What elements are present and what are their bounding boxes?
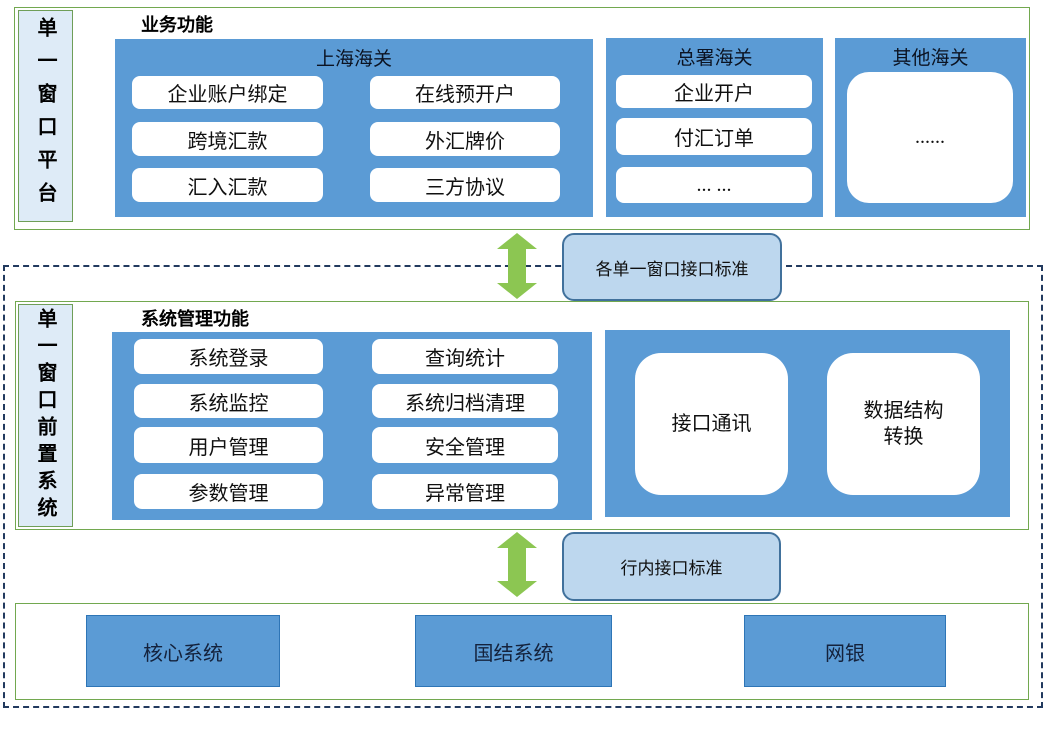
core-system-rect: 核心系统: [86, 615, 280, 687]
system-management-panel: 系统登录 系统监控 用户管理 参数管理 查询统计 系统归档清理 安全管理 异常管…: [112, 332, 592, 520]
other-customs-placeholder: ......: [847, 72, 1013, 203]
feature-box: 系统登录: [134, 339, 323, 374]
data-structure-label: 数据结构转换: [863, 400, 944, 448]
other-customs-title: 其他海关: [892, 48, 969, 69]
feature-box: ... ...: [616, 167, 812, 203]
zongshu-customs-title: 总署海关: [676, 48, 753, 69]
middle-side-label: 单一窗口前置系统: [18, 304, 73, 527]
feature-box: 企业账户绑定: [132, 76, 323, 109]
feature-box: 查询统计: [372, 339, 558, 374]
top-side-label-text: 单一窗口平台: [34, 17, 56, 215]
feature-box: 三方协议: [370, 168, 560, 202]
feature-box: 异常管理: [372, 474, 558, 509]
feature-box: 安全管理: [372, 427, 558, 463]
feature-box: 参数管理: [134, 474, 323, 509]
online-banking-rect: 网银: [744, 615, 946, 687]
bank-systems-box: [15, 603, 1029, 700]
feature-box: 企业开户: [616, 75, 812, 108]
shanghai-customs-panel: 上海海关 企业账户绑定 跨境汇款 汇入汇款 在线预开户 外汇牌价 三方协议: [115, 39, 593, 217]
front-system-box: [15, 301, 1029, 530]
double-arrow-icon: [497, 532, 537, 602]
data-structure-box: 数据结构转换: [827, 353, 980, 495]
interface-comm-box: 接口通讯: [635, 353, 788, 495]
feature-box: 外汇牌价: [370, 122, 560, 156]
top-platform-box: [14, 7, 1030, 230]
interface-standard-callout: 各单一窗口接口标准: [562, 233, 782, 301]
top-section-header: 业务功能: [141, 15, 213, 35]
middle-side-label-text: 单一窗口前置系统: [34, 307, 56, 524]
top-side-label: 单一窗口平台: [18, 10, 73, 222]
other-customs-panel: 其他海关 ......: [835, 38, 1026, 217]
feature-box: 跨境汇款: [132, 122, 323, 156]
bank-interface-standard-callout: 行内接口标准: [562, 532, 781, 601]
double-arrow-icon: [497, 233, 537, 304]
shanghai-customs-title: 上海海关: [315, 49, 392, 70]
feature-box: 用户管理: [134, 427, 323, 463]
feature-box: 付汇订单: [616, 118, 812, 155]
feature-box: 系统归档清理: [372, 384, 558, 418]
middle-section-header: 系统管理功能: [141, 309, 249, 329]
feature-box: 系统监控: [134, 384, 323, 418]
feature-box: 汇入汇款: [132, 168, 323, 202]
interface-panel: 接口通讯 数据结构转换: [605, 330, 1010, 517]
international-settlement-system-rect: 国结系统: [415, 615, 612, 687]
zongshu-customs-panel: 总署海关 企业开户 付汇订单 ... ...: [606, 38, 823, 217]
interface-comm-label: 接口通讯: [671, 413, 752, 435]
feature-box: 在线预开户: [370, 76, 560, 109]
